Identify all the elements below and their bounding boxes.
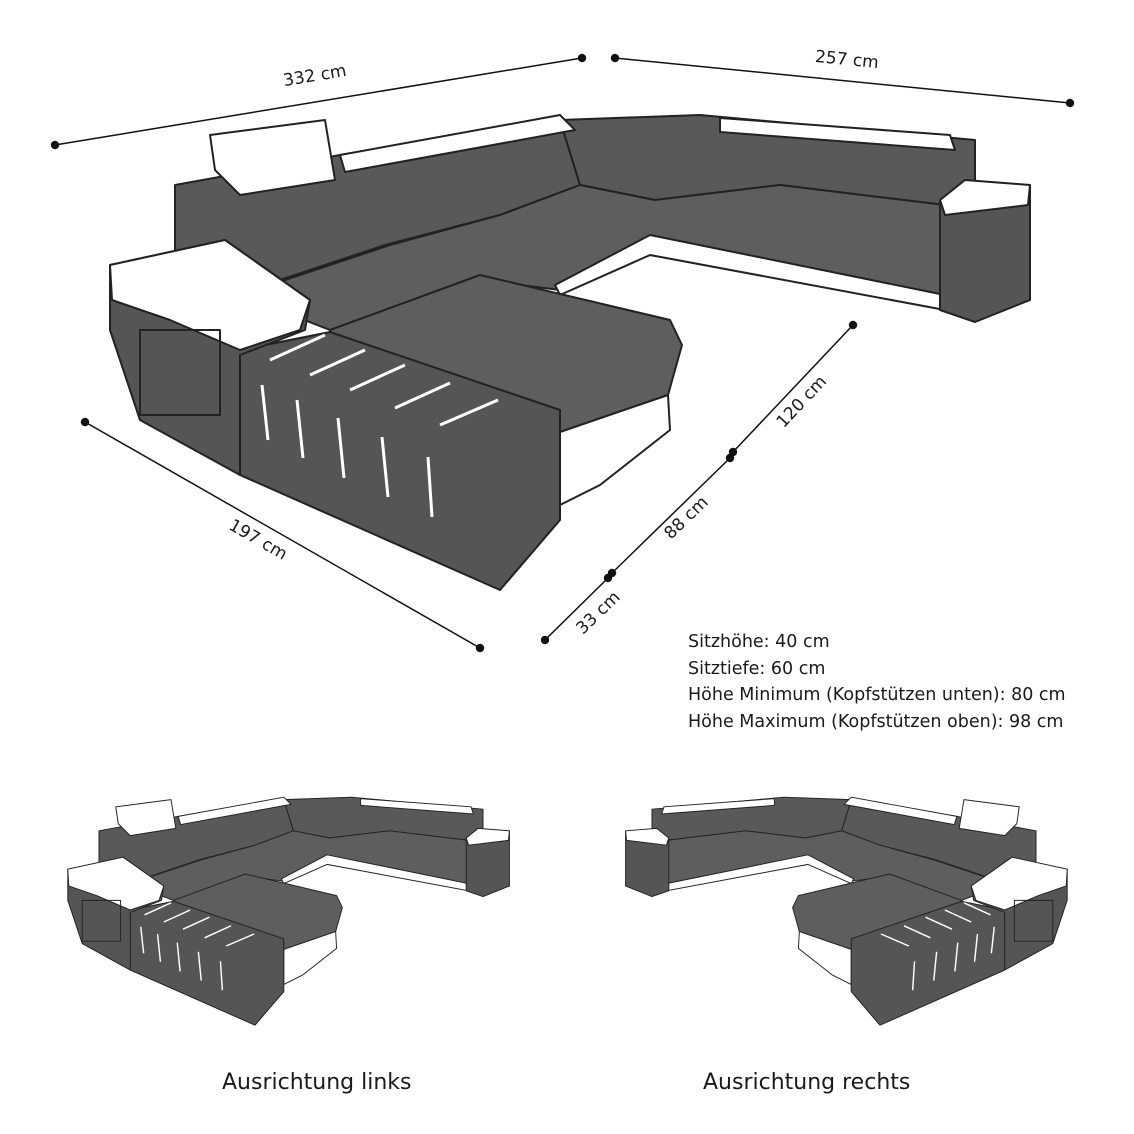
spec-seat-height: Sitzhöhe: 40 cm [688,632,830,652]
caption-left: Ausrichtung links [222,1070,412,1095]
sofa-left-variant [67,796,511,1026]
spec-list: Sitzhöhe: 40 cm Sitztiefe: 60 cm Höhe Mi… [688,629,1066,735]
spec-seat-depth: Sitztiefe: 60 cm [688,658,826,679]
caption-right: Ausrichtung rechts [703,1070,911,1095]
spec-height-min: Höhe Minimum (Kopfstützen unten): 80 cm [688,685,1066,705]
sofa-right-variant [624,796,1068,1026]
sofa-main [108,113,1032,592]
dimension-lines [50,53,1075,653]
spec-height-max: Höhe Maximum (Kopfstützen oben): 98 cm [688,711,1064,732]
